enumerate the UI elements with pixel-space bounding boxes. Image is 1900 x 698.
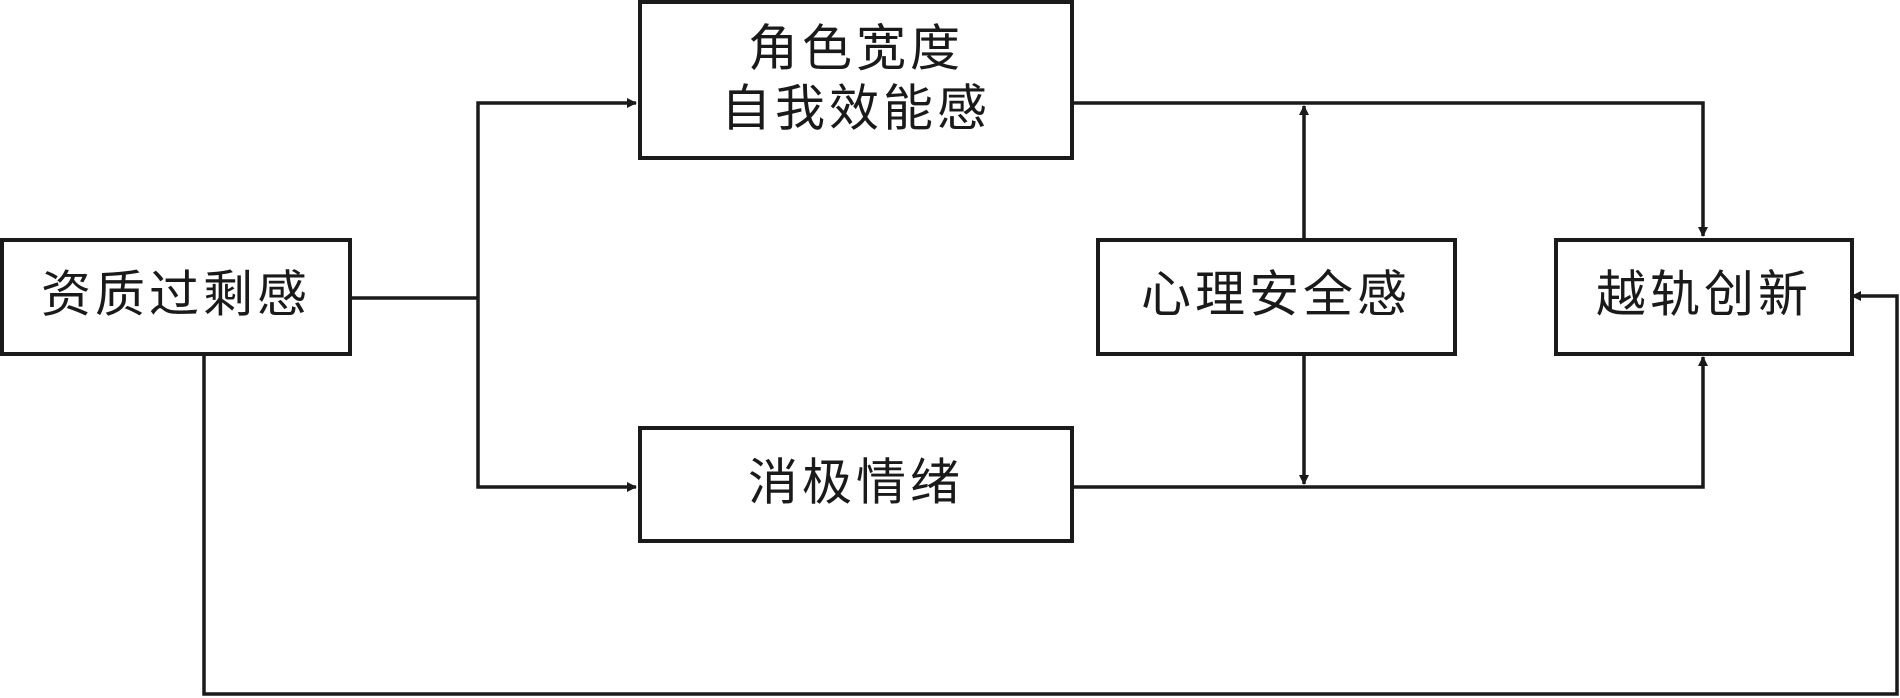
edges <box>202 98 1899 696</box>
edge-overqualification-to-deviant-innovation <box>202 291 1899 696</box>
node-role-breadth-self-efficacy-line2: 自我效能感 <box>721 80 991 138</box>
node-psychological-safety: 心理安全感 <box>1096 238 1457 356</box>
node-negative-emotion: 消极情绪 <box>638 426 1074 543</box>
edge-role-breadth-to-deviant-innovation <box>1072 101 1708 237</box>
node-overqualification-label: 资质过剩感 <box>41 266 311 324</box>
edge-negative-emotion-to-deviant-innovation <box>1072 356 1708 489</box>
node-role-breadth-self-efficacy: 角色宽度 自我效能感 <box>638 0 1074 160</box>
node-psychological-safety-label: 心理安全感 <box>1141 266 1411 324</box>
node-deviant-innovation-label: 越轨创新 <box>1596 266 1812 324</box>
edge-overqualification-to-negative-emotion <box>476 298 637 492</box>
node-deviant-innovation: 越轨创新 <box>1554 238 1854 356</box>
node-overqualification: 资质过剩感 <box>0 238 352 356</box>
edge-overqualification-to-role-breadth <box>476 98 637 298</box>
node-negative-emotion-label: 消极情绪 <box>748 454 964 512</box>
node-role-breadth-self-efficacy-line1: 角色宽度 <box>748 20 964 78</box>
